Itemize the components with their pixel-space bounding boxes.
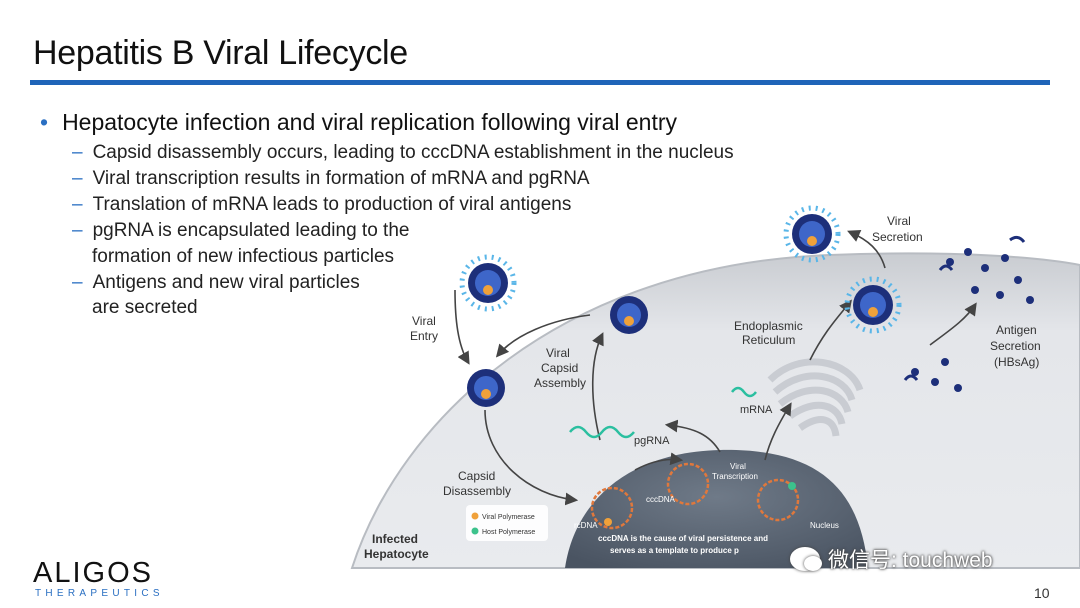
label-capsid-assembly: Capsid <box>541 361 578 375</box>
label-capsid-assembly: Viral <box>546 346 570 360</box>
label-antigen-secretion: Secretion <box>990 339 1041 353</box>
arrow-transcription-loop <box>634 452 684 471</box>
hbv-lifecycle-diagram: Viral Entry Viral Capsid Assembly Capsid… <box>350 190 1080 569</box>
arrow-entry <box>454 289 470 365</box>
virion-entry <box>462 257 514 309</box>
cccdna-ring <box>666 462 710 506</box>
wechat-watermark: 微信号: touchweb <box>790 544 993 574</box>
pgrna-strand <box>569 425 635 439</box>
capsid-entering <box>467 369 505 407</box>
sub-bullet-text: Antigens and new viral particles <box>92 272 360 293</box>
arrow-antigen <box>929 302 977 346</box>
arrow-secretion <box>847 230 886 269</box>
bullet-main: •Hepatocyte infection and viral replicat… <box>40 109 677 135</box>
label-viral-transcription: Transcription <box>712 472 758 481</box>
sub-bullet: –Translation of mRNA leads to production… <box>72 194 572 215</box>
arrow-to-entry-capsid <box>495 314 591 358</box>
sub-bullet: –Capsid disassembly occurs, leading to c… <box>72 142 734 163</box>
virion-secreted <box>786 208 838 260</box>
antigen-particles <box>903 235 1034 392</box>
sub-bullet-continuation: are secreted <box>92 297 198 318</box>
arrow-assembly-up <box>591 332 604 441</box>
label-capsid-disassembly: Disassembly <box>443 484 511 498</box>
sub-bullet-text: pgRNA is encapsulated leading to the <box>92 220 410 241</box>
sub-bullet-text: Viral transcription results in formation… <box>92 168 590 189</box>
bullet-main-text: Hepatocyte infection and viral replicati… <box>62 109 677 135</box>
watermark-text: 微信号: touchweb <box>828 549 993 572</box>
arrow-er-to-virion <box>809 299 852 361</box>
label-antigen-secretion: Antigen <box>996 323 1037 337</box>
label-viral-transcription: Viral <box>730 462 746 471</box>
polymerase-legend: Viral Polymerase Host Polymerase <box>466 505 548 541</box>
page-number: 10 <box>1034 585 1050 601</box>
legend-viral-polymerase: Viral Polymerase <box>482 514 535 521</box>
arrow-disassembly <box>484 409 579 506</box>
template-ring <box>756 478 800 522</box>
label-nucleus-note: cccDNA is the cause of viral persistence… <box>598 534 768 543</box>
label-er: Endoplasmic <box>734 319 803 333</box>
label-infected-hepatocyte: Infected <box>372 532 418 546</box>
label-viral-entry: Viral <box>412 314 436 328</box>
endoplasmic-reticulum <box>767 358 864 437</box>
sub-bullet-continuation: formation of new infectious particles <box>92 246 395 267</box>
label-rcdna: rcDNA <box>574 521 598 530</box>
mrna-strand <box>731 386 757 398</box>
sub-bullet: –Antigens and new viral particles <box>72 272 360 293</box>
sub-bullet-text: Capsid disassembly occurs, leading to cc… <box>92 142 734 163</box>
arrow-mrna <box>764 402 792 461</box>
hepatocyte-cell <box>350 252 1080 569</box>
label-capsid-disassembly: Capsid <box>458 469 495 483</box>
sub-bullet-text: Translation of mRNA leads to production … <box>92 194 572 215</box>
sub-bullet: –pgRNA is encapsulated leading to the <box>72 220 410 241</box>
label-nucleus-note: serves as a template to produce p <box>610 546 739 555</box>
label-pgrna: pgRNA <box>634 435 670 447</box>
arrow-pgrna <box>664 419 721 453</box>
wechat-icon <box>790 547 822 571</box>
label-cccdna: cccDNA <box>646 495 676 504</box>
aligos-logo: ALIGOS <box>33 557 153 589</box>
label-viral-secretion: Viral <box>887 214 911 228</box>
label-capsid-assembly: Assembly <box>534 376 586 390</box>
rcdna-ring <box>590 486 634 530</box>
label-nucleus: Nucleus <box>810 521 839 530</box>
slide-title: Hepatitis B Viral Lifecycle <box>33 34 408 72</box>
sub-bullet: –Viral transcription results in formatio… <box>72 168 590 189</box>
capsid-assembled <box>610 296 648 334</box>
label-viral-secretion: Secretion <box>872 230 923 244</box>
label-antigen-secretion: (HBsAg) <box>994 355 1039 369</box>
label-mrna: mRNA <box>740 404 773 416</box>
label-er: Reticulum <box>742 333 795 347</box>
label-viral-entry: Entry <box>410 329 438 343</box>
legend-host-polymerase: Host Polymerase <box>482 529 535 536</box>
nucleus <box>565 449 868 568</box>
label-infected-hepatocyte: Hepatocyte <box>364 547 429 561</box>
aligos-logo-subtitle: THERAPEUTICS <box>35 588 164 599</box>
title-rule <box>30 80 1050 85</box>
